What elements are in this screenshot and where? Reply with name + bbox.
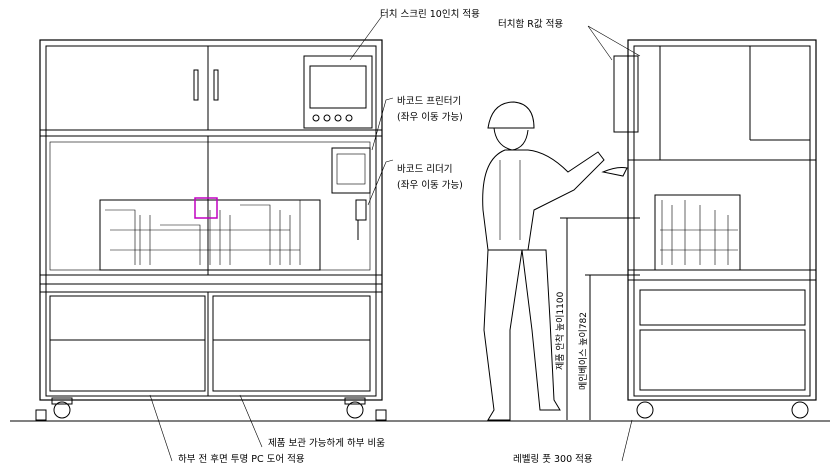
side-view-machine — [613, 39, 817, 419]
dimension-lines — [560, 217, 640, 420]
barcode-reader-label: 바코드 리더기 — [397, 164, 452, 175]
touch-screen — [303, 55, 373, 129]
seat-height-dimension: 제품 안착 높이1100 — [555, 291, 566, 370]
barcode-printer-label: 바코드 프린터기 — [397, 96, 461, 107]
side-fixture — [654, 194, 741, 271]
barcode-reader-note: (좌우 이동 가능) — [397, 180, 463, 191]
barcode-printer — [331, 147, 371, 194]
touch-box-label: 터치함 R값 적용 — [498, 18, 563, 30]
pc-door-label: 하부 전 후면 투명 PC 도어 적용 — [178, 453, 305, 465]
base-height-dimension: 메인베이스 높이782 — [578, 312, 589, 390]
touch-box — [613, 55, 639, 133]
touch-screen-label: 터치 스크린 10인치 적용 — [380, 8, 480, 20]
front-view-machine — [35, 39, 387, 421]
leveling-foot-label: 레벨링 풋 300 적용 — [513, 453, 593, 465]
barcode-reader — [355, 199, 367, 240]
lower-pc-doors — [49, 292, 371, 396]
leader-lines — [149, 15, 641, 462]
storage-label: 제품 보관 가능하게 하부 비움 — [268, 437, 385, 449]
operator-figure — [482, 101, 628, 421]
caster-wheels — [35, 397, 387, 421]
barcode-printer-note: (좌우 이동 가능) — [397, 112, 463, 123]
fixture-assembly — [99, 197, 321, 271]
